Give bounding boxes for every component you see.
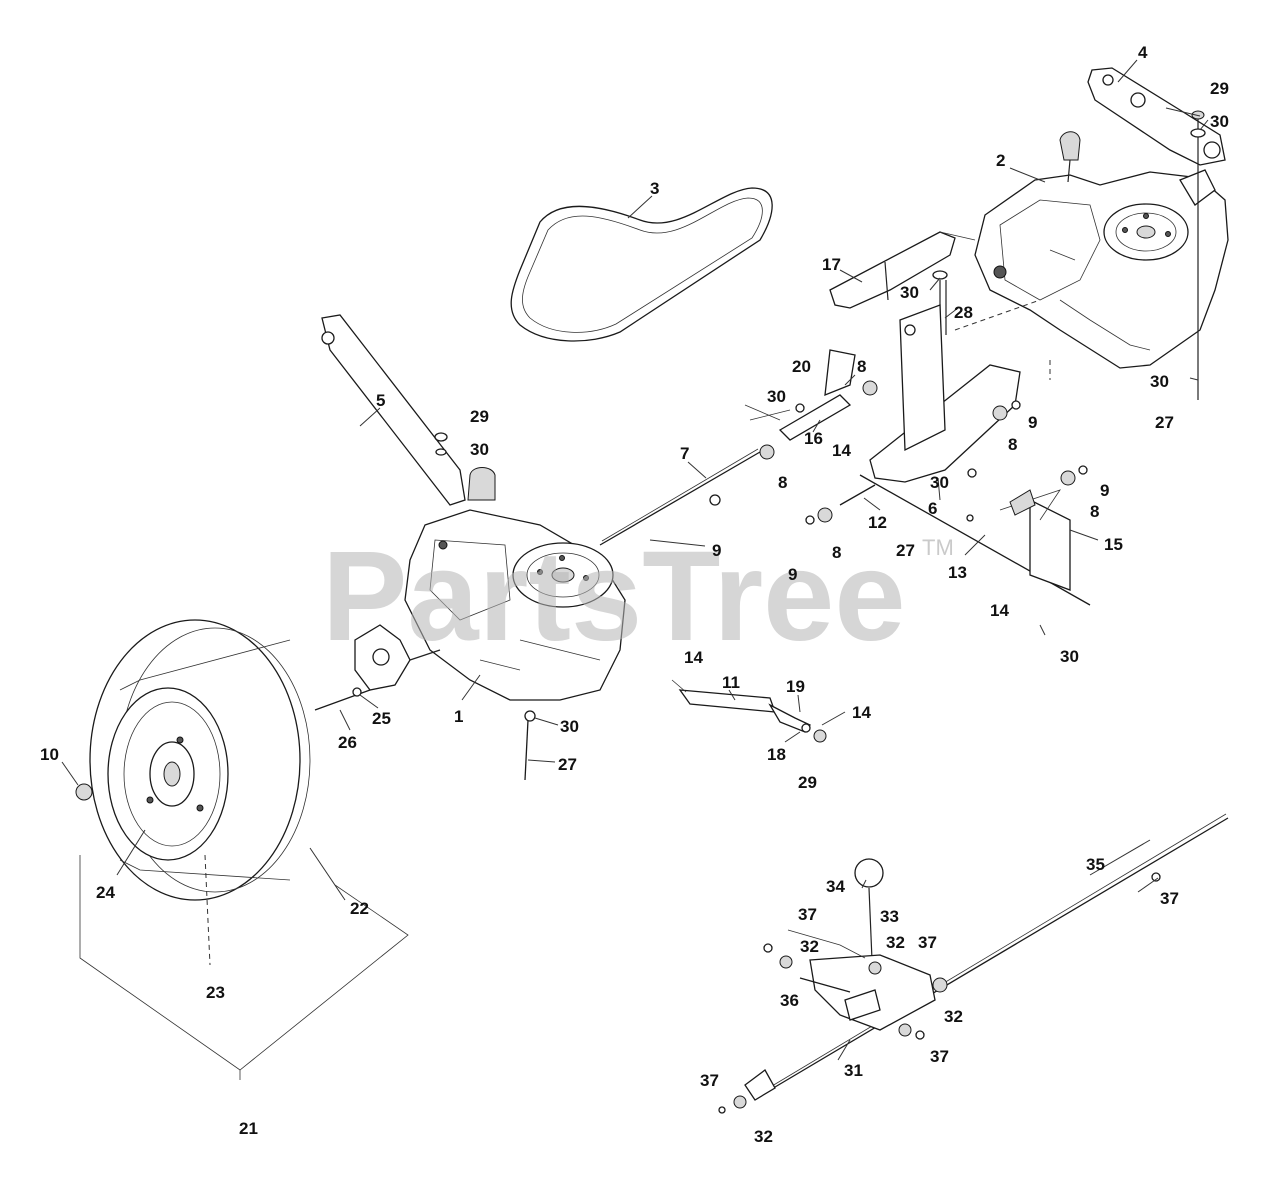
callout-19: 19 — [786, 677, 805, 696]
callout-5: 5 — [376, 391, 385, 410]
callout-9-rod: 9 — [712, 541, 721, 560]
callout-37-right: 37 — [930, 1047, 949, 1066]
callout-26: 26 — [338, 733, 357, 752]
callout-37-lower: 37 — [700, 1071, 719, 1090]
callout-11: 11 — [722, 673, 740, 692]
callout-37-upper: 37 — [798, 905, 817, 924]
callout-8-rod: 8 — [778, 473, 787, 492]
callout-2: 2 — [996, 151, 1005, 170]
callout-29-top: 29 — [1210, 79, 1229, 98]
shift-assembly — [718, 813, 1229, 1114]
leader-lines — [61, 59, 1209, 1061]
callout-8-top: 8 — [857, 357, 866, 376]
callout-27-center: 27 — [896, 541, 915, 560]
watermark-text: PartsTree — [322, 525, 906, 668]
callout-30-plate: 30 — [930, 473, 949, 492]
callout-14-center: 14 — [832, 441, 851, 460]
callout-30-center: 30 — [767, 387, 786, 406]
callout-36: 36 — [780, 991, 799, 1010]
callout-8-right: 8 — [1090, 502, 1099, 521]
callout-29-link: 29 — [798, 773, 817, 792]
left-transaxle — [314, 314, 626, 781]
callout-22: 22 — [350, 899, 369, 918]
callout-24: 24 — [96, 883, 115, 902]
callout-9-plate: 9 — [1028, 413, 1037, 432]
callout-30-lower-right: 30 — [1060, 647, 1079, 666]
callout-32-lower: 32 — [754, 1127, 773, 1146]
callout-21: 21 — [239, 1119, 258, 1138]
center-linkage — [599, 304, 1091, 606]
callout-14-right: 14 — [990, 601, 1009, 620]
callout-17: 17 — [822, 255, 841, 274]
watermark-tm: TM — [922, 535, 954, 560]
wheel-assembly — [75, 619, 409, 1080]
callout-32-right: 32 — [944, 1007, 963, 1026]
callout-9-lower: 9 — [788, 565, 797, 584]
callout-15: 15 — [1104, 535, 1123, 554]
callout-25: 25 — [372, 709, 391, 728]
callout-23: 23 — [206, 983, 225, 1002]
callout-29-left: 29 — [470, 407, 489, 426]
callout-35: 35 — [1086, 855, 1105, 874]
callout-8-lower: 8 — [832, 543, 841, 562]
callout-6: 6 — [928, 499, 937, 518]
bracket-17 — [829, 231, 1041, 335]
callout-37-center: 37 — [918, 933, 937, 952]
callout-4: 4 — [1138, 43, 1148, 62]
callout-14-link: 14 — [852, 703, 871, 722]
callout-33: 33 — [880, 907, 899, 926]
callout-37-shaft: 37 — [1160, 889, 1179, 908]
lower-linkage — [671, 679, 827, 743]
callout-9-right: 9 — [1100, 481, 1109, 500]
callout-34: 34 — [826, 877, 845, 896]
callout-30-axle: 30 — [560, 717, 579, 736]
callout-27-left: 27 — [558, 755, 577, 774]
bracket-4 — [1087, 67, 1226, 400]
callout-28: 28 — [954, 303, 973, 322]
callout-30-bracket: 30 — [900, 283, 919, 302]
callout-31: 31 — [844, 1061, 863, 1080]
callout-30-right: 30 — [1150, 372, 1169, 391]
callout-16: 16 — [804, 429, 823, 448]
callout-20: 20 — [792, 357, 811, 376]
callout-labels: 1 2 3 4 5 6 7 8 8 8 8 8 9 9 9 9 10 11 12… — [40, 43, 1229, 1146]
callout-7: 7 — [680, 444, 689, 463]
callout-32-upper: 32 — [800, 937, 819, 956]
callout-12: 12 — [868, 513, 887, 532]
callout-18: 18 — [767, 745, 786, 764]
callout-10: 10 — [40, 745, 59, 764]
right-transaxle — [974, 131, 1229, 369]
callout-8-plate: 8 — [1008, 435, 1017, 454]
callout-3: 3 — [650, 179, 659, 198]
callout-14-lower: 14 — [684, 648, 703, 667]
drive-belt — [510, 187, 773, 342]
callout-27-right: 27 — [1155, 413, 1174, 432]
callout-30-top: 30 — [1210, 112, 1229, 131]
callout-30-left: 30 — [470, 440, 489, 459]
callout-1: 1 — [454, 707, 463, 726]
callout-32-center: 32 — [886, 933, 905, 952]
callout-13: 13 — [948, 563, 967, 582]
